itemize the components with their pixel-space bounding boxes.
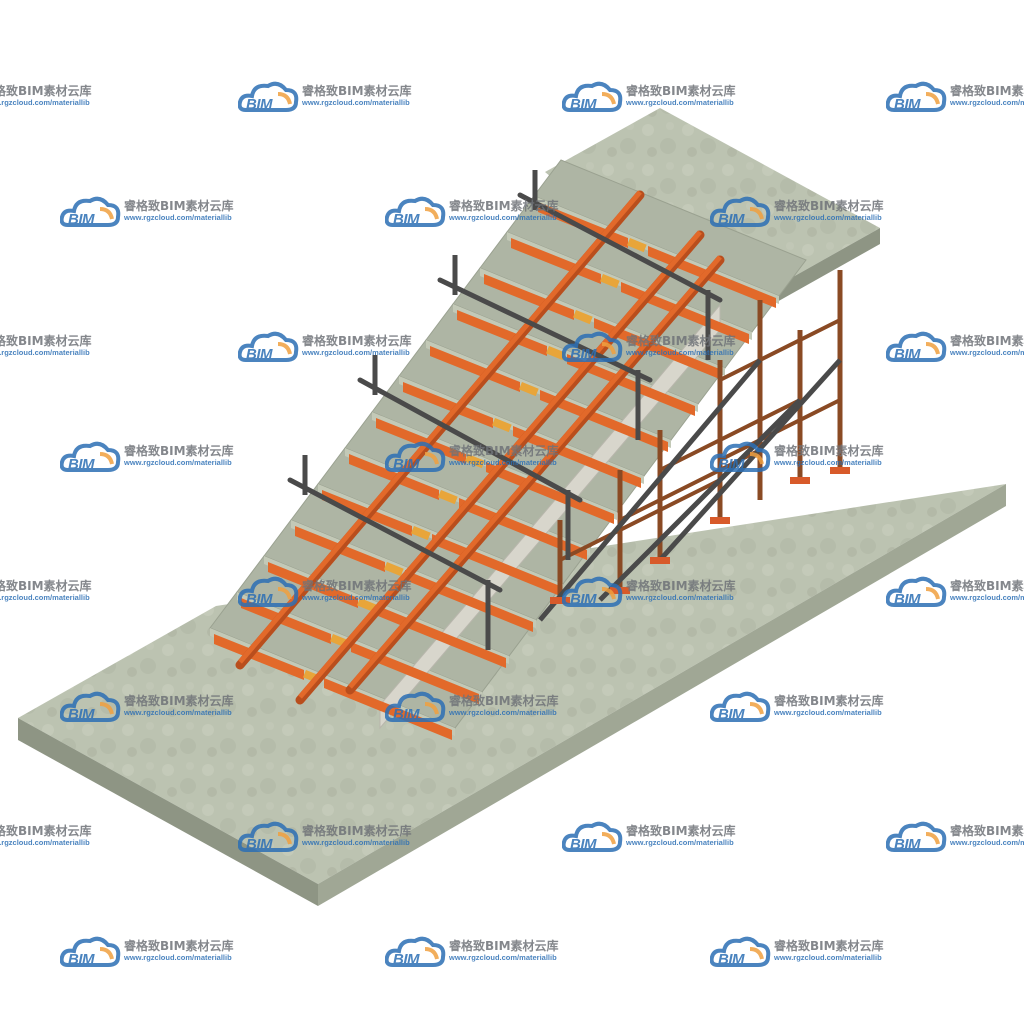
cleat-block	[438, 490, 458, 505]
diagonal-brace	[598, 398, 802, 602]
formwork-joists	[214, 190, 776, 740]
scaffold-ledger	[719, 318, 841, 382]
cleat-block	[492, 418, 512, 433]
base-plate	[650, 557, 670, 564]
joist-segment	[403, 382, 493, 428]
ground-slab-right	[318, 484, 1006, 906]
cleat-block	[465, 454, 485, 469]
cleat-block	[357, 597, 377, 613]
stringer-joist-highlight	[348, 255, 722, 689]
joist-segment	[594, 318, 722, 380]
joist-segment	[459, 498, 587, 560]
scaffold-ledger	[559, 478, 721, 562]
steel-tubes	[287, 170, 723, 650]
joist-segment	[349, 454, 439, 500]
joist-segment	[241, 598, 331, 644]
cleat-block	[519, 381, 539, 397]
base-plate	[610, 587, 630, 594]
cleat-block	[627, 238, 647, 253]
stringer-joist-highlight	[238, 190, 642, 664]
base-plate	[550, 597, 570, 604]
base-plate	[830, 467, 850, 474]
joist-segment	[486, 462, 614, 524]
base-plate	[710, 517, 730, 524]
horizontal-tube	[517, 192, 723, 303]
ground-slab-front	[18, 718, 318, 906]
scaffold-ledger	[659, 398, 801, 472]
cleat-block	[600, 274, 620, 289]
cleat-block	[384, 561, 404, 577]
base-plate	[790, 477, 810, 484]
joist-segment	[513, 426, 641, 488]
cleat-block	[411, 526, 431, 541]
joist-segment	[484, 274, 574, 320]
cleat-block	[546, 346, 566, 361]
joist-segment	[214, 634, 304, 680]
ground-slab	[18, 484, 1006, 906]
horizontal-tube	[357, 377, 583, 503]
horizontal-tube	[287, 477, 503, 593]
cleat-block	[573, 310, 593, 325]
ground-slab-top	[18, 484, 1006, 884]
joist-segment	[567, 354, 695, 416]
diagonal-brace	[538, 358, 762, 622]
horizontal-tube	[437, 277, 653, 383]
joist-segment	[430, 346, 520, 392]
stringer-joist-highlight	[298, 230, 702, 699]
joist-segment	[457, 310, 547, 356]
joist-segment	[621, 282, 749, 344]
joist-segment	[432, 534, 560, 596]
